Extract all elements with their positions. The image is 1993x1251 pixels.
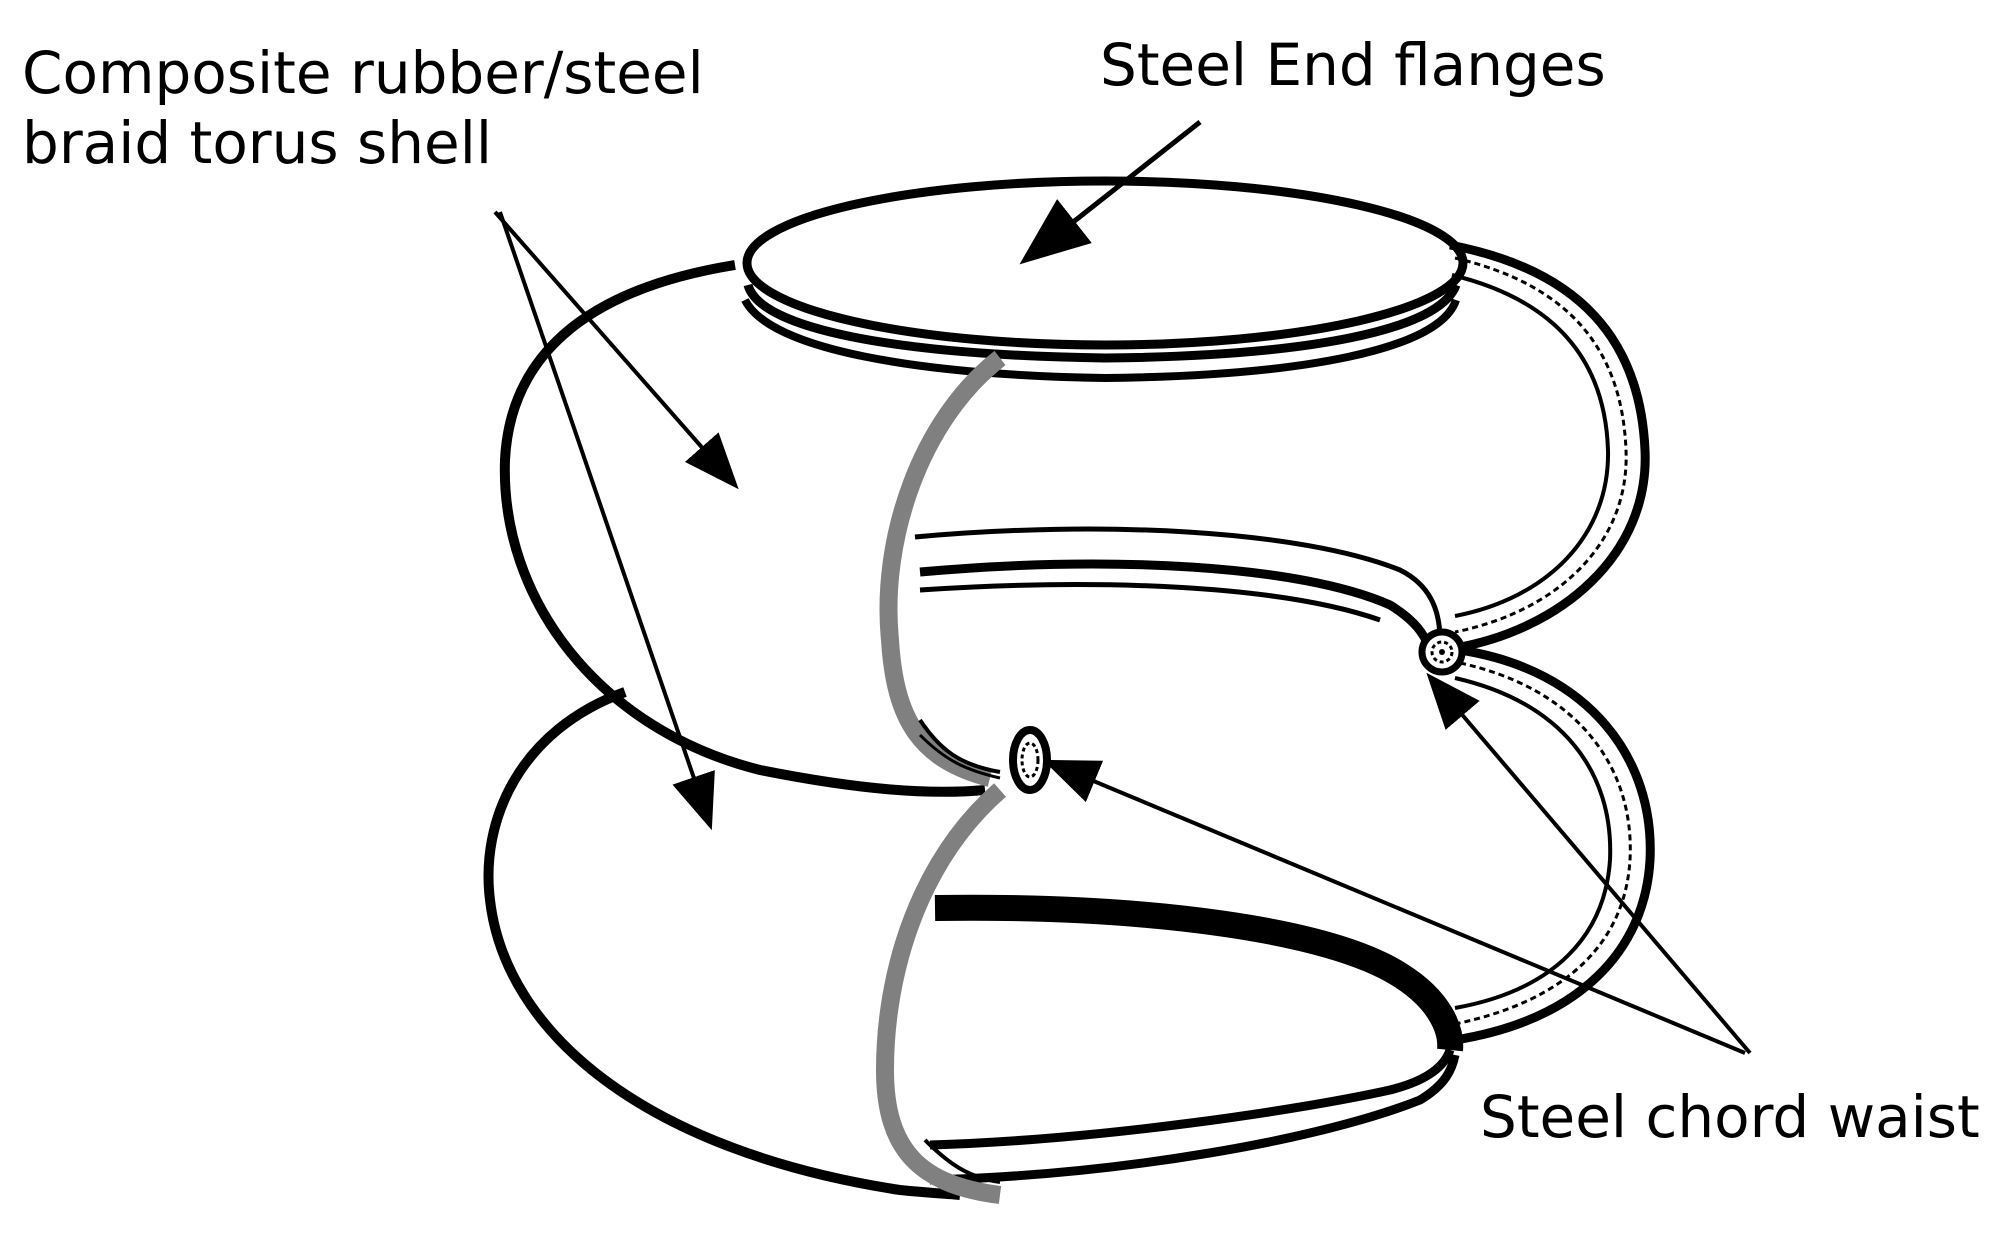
shell-arrow-upper	[493, 210, 739, 490]
waist-label: Steel chord waist	[1480, 1083, 1980, 1151]
upper-right-section	[1449, 240, 1650, 653]
shell-label: Composite rubber/steel braid torus shell	[22, 38, 704, 178]
flange-arrow	[1019, 120, 1202, 265]
lower-torus-outline	[483, 687, 961, 1200]
waist-ring-left	[1009, 726, 1051, 794]
upper-torus-outline	[499, 260, 986, 797]
upper-inner-surface	[914, 526, 1443, 641]
shell-arrow-lower	[498, 211, 715, 831]
waist-arrow-left	[1042, 759, 1746, 1055]
lower-inner-surface	[934, 894, 1464, 1052]
lower-right-section	[1454, 645, 1655, 1045]
lower-cutaway	[875, 783, 1006, 1204]
waist-arrow-right	[1426, 672, 1752, 1055]
shell-label-line1: Composite rubber/steel	[22, 39, 704, 107]
top-flange	[742, 176, 1468, 350]
shell-label-line2: braid torus shell	[22, 109, 492, 177]
upper-cutaway	[879, 350, 1006, 787]
flanges-label: Steel End flanges	[1100, 31, 1606, 99]
top-flange-thickness	[743, 283, 1461, 363]
